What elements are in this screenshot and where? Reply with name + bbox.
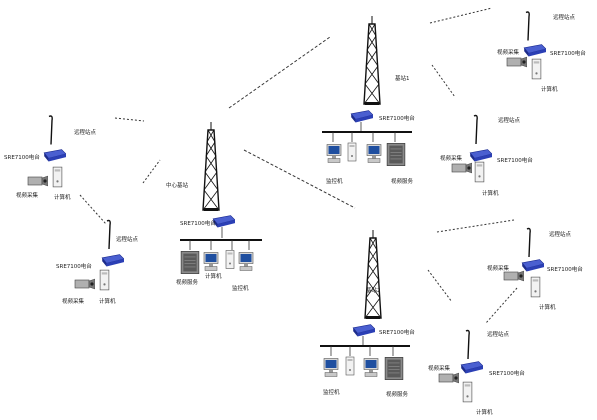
link-center-base1 — [228, 36, 331, 109]
br2-pc-label: 计算机 — [476, 408, 493, 416]
base2-device-1: 监控机 — [323, 388, 340, 396]
base2-radio-label: SRE7100电台 — [379, 328, 415, 336]
br1-camera-label: 视频采集 — [487, 264, 510, 272]
left2-site-label: 远程站点 — [116, 235, 139, 243]
left2-pc-label: 计算机 — [99, 297, 116, 305]
link-center-left1b — [142, 159, 161, 184]
tr2-pc-label: 计算机 — [482, 189, 499, 197]
br2-site-label: 远程站点 — [487, 330, 510, 338]
base1-station: 基站1 SRE7100电台 监控机 视频服务 — [322, 16, 415, 185]
tr1-site-label: 远程站点 — [553, 13, 576, 21]
left2-radio-label: SRE7100电台 — [56, 262, 92, 270]
left1-radio-label: SRE7100电台 — [4, 153, 40, 161]
tr2-site-label: 远程站点 — [498, 116, 521, 124]
link-left1-left2 — [79, 194, 107, 225]
br1-pc-label: 计算机 — [539, 303, 556, 311]
base1-station-label: 基站1 — [395, 74, 410, 82]
left2-camera-label: 视频采集 — [62, 297, 85, 305]
base2-station: 基站2 SRE7100电台 监控机 视频服务 — [320, 230, 415, 398]
left-remote-1: 远程站点 SRE7100电台 视频采集 计算机 — [4, 115, 97, 201]
tr2-camera-label: 视频采集 — [440, 154, 463, 162]
center-radio-label: SRE7100电台 — [180, 219, 216, 227]
center-station-label: 中心基站 — [166, 181, 189, 189]
left1-pc-label: 计算机 — [54, 193, 71, 201]
center-device-2: 计算机 — [205, 272, 222, 280]
link-base1-tr1 — [429, 7, 493, 24]
left1-site-label: 远程站点 — [74, 128, 97, 136]
center-device-3: 监控机 — [232, 284, 249, 292]
br2-radio-label: SRE7100电台 — [489, 369, 525, 377]
link-base1-tr2 — [431, 64, 456, 98]
left1-camera-label: 视频采集 — [16, 191, 39, 199]
link-center-left1 — [114, 117, 145, 122]
tr1-radio-label: SRE7100电台 — [550, 49, 586, 57]
link-base2-br2 — [427, 269, 453, 303]
tr1-camera-label: 视频采集 — [497, 48, 520, 56]
center-station: 中心基站 SRE7100电台 视频服务 计算机 监控机 — [166, 122, 262, 292]
base2-device-3: 视频服务 — [386, 390, 409, 398]
link-br1-br2 — [485, 287, 518, 324]
center-device-1: 视频服务 — [176, 278, 199, 286]
base2-station-label: 基站2 — [366, 286, 381, 294]
link-center-base2 — [243, 149, 356, 209]
base1-device-1: 监控机 — [326, 177, 343, 185]
tr-remote-1: 远程站点 视频采集 SRE7100电台 计算机 — [497, 11, 586, 93]
base1-device-3: 视频服务 — [391, 177, 414, 185]
br-remote-1: 远程站点 视频采集 SRE7100电台 计算机 — [487, 227, 583, 311]
tr-remote-2: 远程站点 视频采集 SRE7100电台 计算机 — [440, 114, 533, 197]
tr2-radio-label: SRE7100电台 — [497, 156, 533, 164]
link-base2-br1 — [436, 219, 515, 233]
br-remote-2: 远程站点 视频采集 SRE7100电台 计算机 — [428, 329, 525, 416]
br1-site-label: 远程站点 — [549, 230, 572, 238]
left-remote-2: 远程站点 SRE7100电台 视频采集 计算机 — [56, 219, 139, 305]
link-lines — [79, 7, 518, 324]
br2-camera-label: 视频采集 — [428, 364, 451, 372]
base1-radio-label: SRE7100电台 — [379, 114, 415, 122]
tr1-pc-label: 计算机 — [541, 85, 558, 93]
br1-radio-label: SRE7100电台 — [547, 265, 583, 273]
